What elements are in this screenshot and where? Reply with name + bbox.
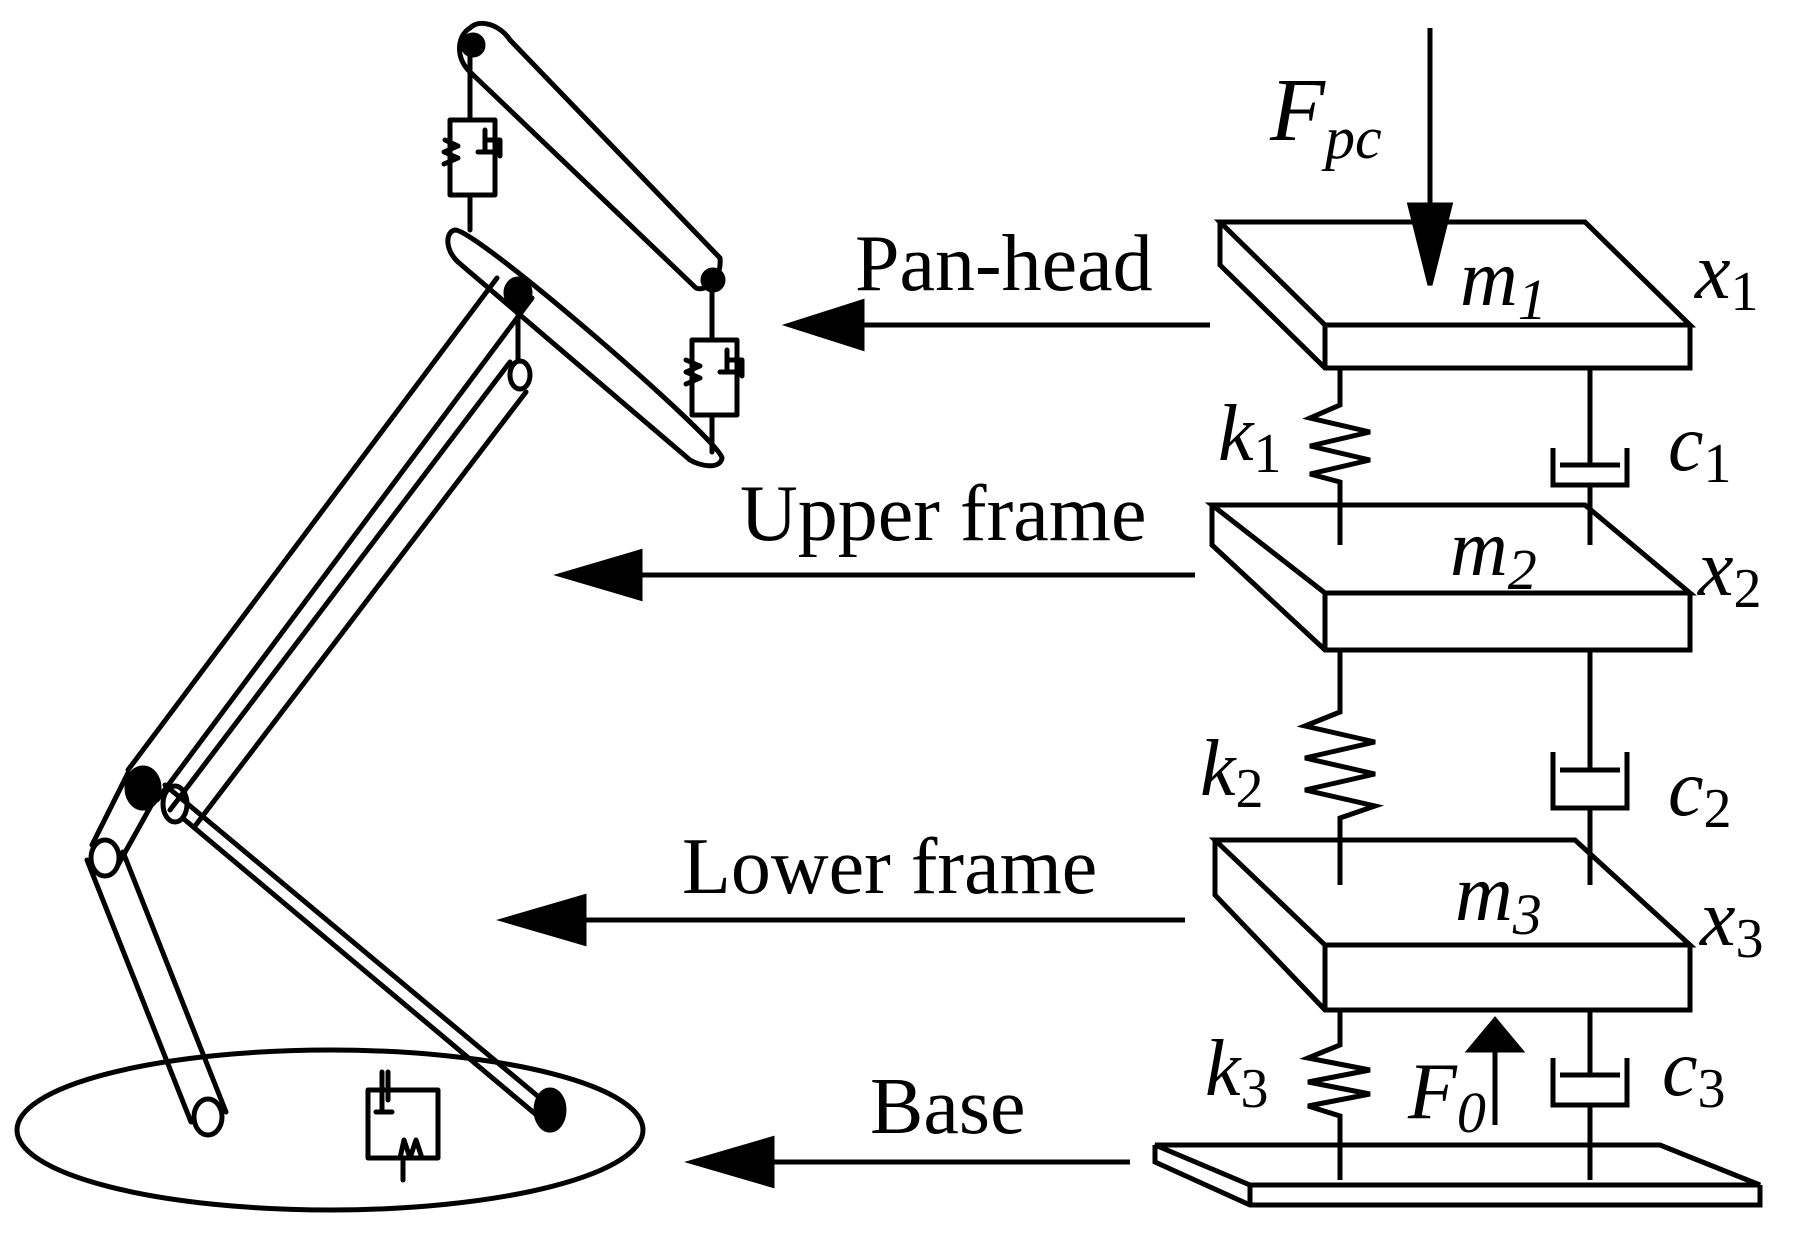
- base-damper-element: [365, 1069, 441, 1183]
- ground-plate: [1152, 1142, 1763, 1208]
- pan-head-label: Pan-head: [855, 220, 1153, 308]
- spring-k3: [1299, 1010, 1371, 1180]
- x1-label: x1: [1694, 228, 1759, 323]
- damper-c1: [1550, 368, 1630, 545]
- damper-c3: [1550, 1010, 1630, 1180]
- k1-label: k1: [1218, 390, 1282, 485]
- pan-head-spring-damper-2: [683, 287, 745, 455]
- mass-block-2: [1204, 502, 1697, 653]
- c1-label: c1: [1668, 400, 1732, 495]
- force-bottom-label: F0: [1407, 1048, 1486, 1145]
- pan-head-upper-plate: [457, 20, 726, 293]
- c2-label: c2: [1668, 745, 1732, 840]
- mass-2-label: m2: [1450, 505, 1537, 602]
- math-labels: Fpc m1 m2 m3 x1 x2 x3 k1 k2 k3 c1: [1200, 61, 1764, 1145]
- mass-block-1: [1213, 219, 1697, 371]
- force-top-label: Fpc: [1269, 61, 1382, 171]
- tripod-mechanism: [14, 20, 745, 1213]
- spring-k2: [1296, 650, 1385, 885]
- x3-label: x3: [1699, 875, 1764, 970]
- force-arrow-bottom: [1464, 1016, 1526, 1125]
- main-arm: [124, 275, 535, 829]
- x2-label: x2: [1697, 525, 1762, 620]
- left-leg: [84, 770, 229, 1138]
- k2-label: k2: [1200, 725, 1264, 820]
- rear-leg: [160, 782, 567, 1133]
- base-label: Base: [870, 1063, 1026, 1151]
- k3-label: k3: [1205, 1025, 1269, 1120]
- mass-block-3: [1208, 837, 1697, 1013]
- lower-frame-label: Lower frame: [682, 823, 1097, 911]
- c3-label: c3: [1662, 1025, 1726, 1120]
- pan-head-spring-damper-1: [441, 52, 503, 233]
- force-arrow-top: [1406, 28, 1454, 286]
- upper-frame-label: Upper frame: [740, 470, 1146, 558]
- pointer-arrows: [496, 298, 1210, 1189]
- pan-head-lower-plate: [445, 227, 725, 469]
- mass-1-label: m1: [1460, 235, 1547, 332]
- three-dof-model: [1152, 28, 1763, 1208]
- damper-c2: [1550, 650, 1630, 885]
- tripod-base-ellipse: [14, 1047, 646, 1213]
- spring-k1: [1302, 368, 1371, 545]
- mass-3-label: m3: [1455, 850, 1542, 947]
